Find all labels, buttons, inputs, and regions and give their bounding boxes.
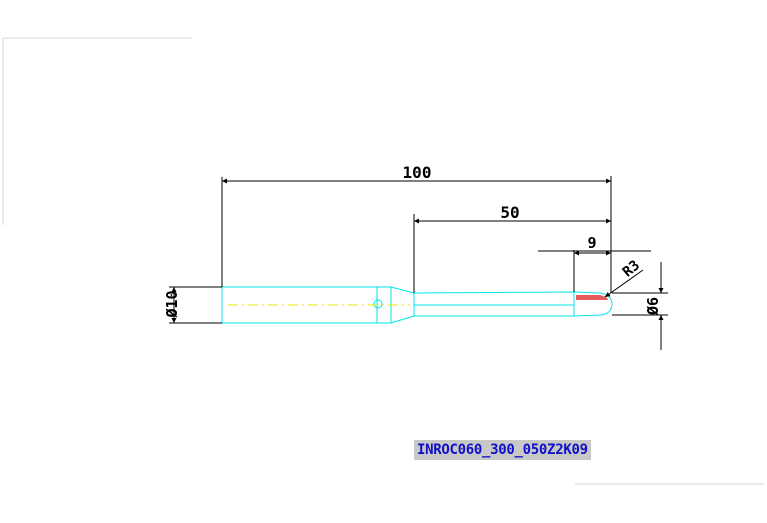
reduced-length-label: 50 — [500, 203, 519, 222]
tip-radius-label: R3 — [620, 257, 643, 280]
tip-radius-highlight — [576, 295, 608, 300]
part-outline — [221, 286, 613, 324]
extension-lines — [169, 176, 668, 324]
overall-length-label: 100 — [403, 163, 432, 182]
radius-leader-line — [604, 269, 644, 298]
dimension-lines — [171, 178, 664, 350]
frame-lines — [2, 37, 764, 485]
tip-length-label: 9 — [587, 234, 596, 252]
tip-diameter-label: Ø6 — [644, 297, 662, 316]
shank-diameter-label: Ø10 — [163, 290, 181, 318]
part-number-label: INROC060_300_050Z2K09 — [414, 440, 591, 460]
